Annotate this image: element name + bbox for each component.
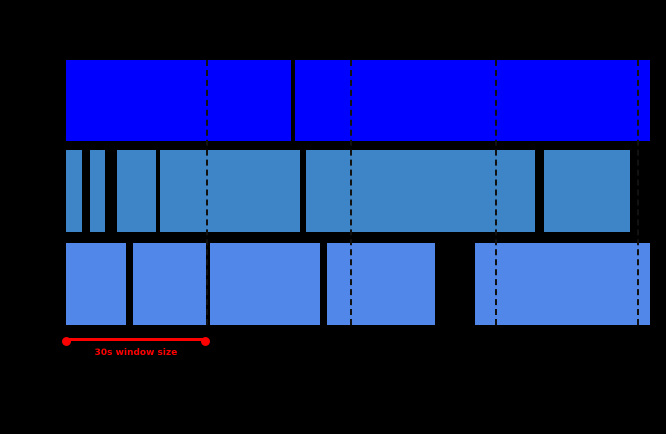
timeline-segment [66,150,82,232]
timeline-segment [66,60,291,141]
timeline-segment [133,243,206,325]
timeline-segment [160,150,300,232]
timeline-segment [90,150,105,232]
timeline-track-2 [0,150,666,232]
timeline-segment [475,243,650,325]
timeline-track-3 [0,243,666,325]
timeline-track-1 [0,60,666,141]
scalebar-left-cap-icon [62,337,71,346]
scalebar-right-cap-icon [201,337,210,346]
timeline-segment [66,243,126,325]
window-size-scalebar [62,337,210,346]
timeline-segment [295,60,650,141]
timeline-segment [544,150,630,232]
timeline-segment [117,150,156,232]
timeline-segment [327,243,435,325]
window-size-label: 30s window size [94,348,178,358]
timeline-segment [306,150,535,232]
timeline-segment [210,243,320,325]
